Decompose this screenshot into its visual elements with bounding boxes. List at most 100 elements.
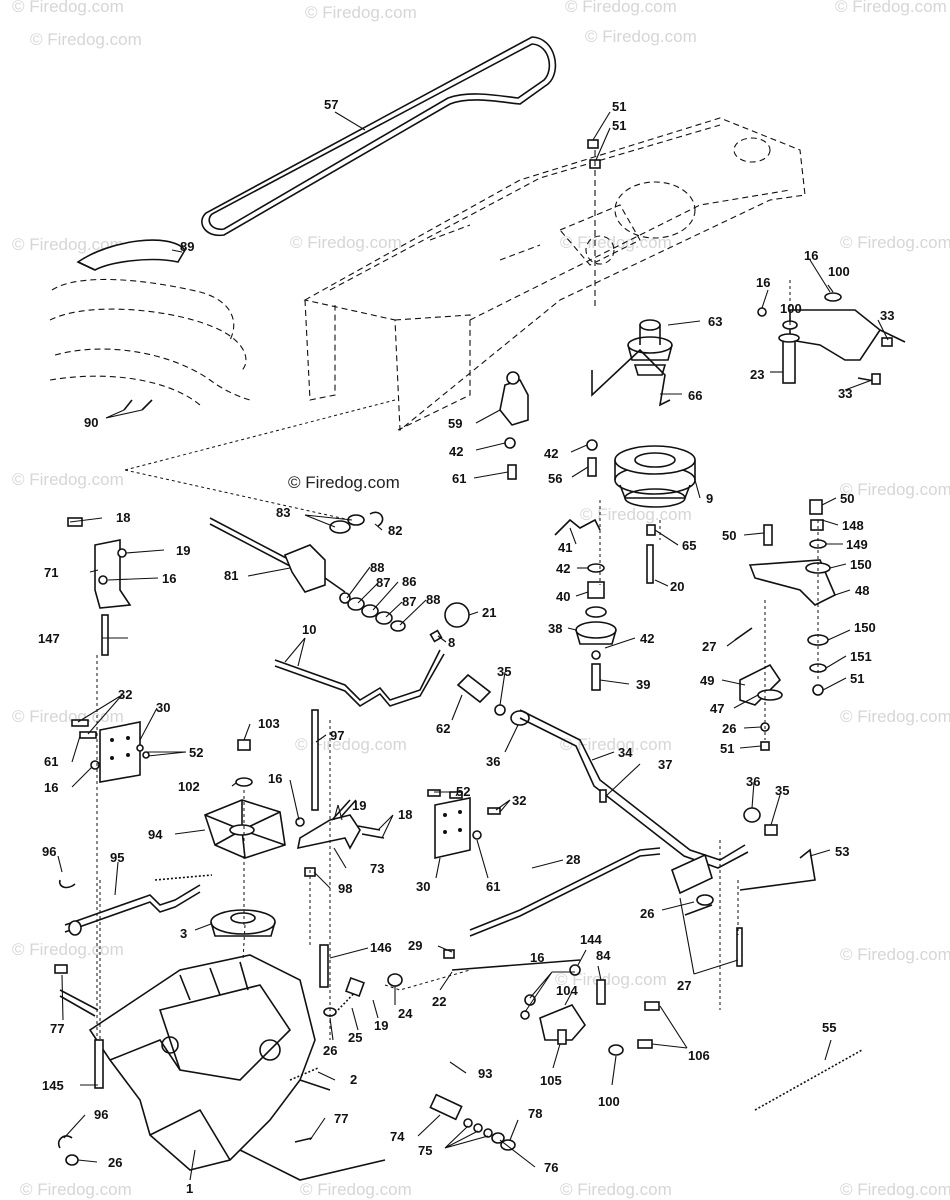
label-22: 22 bbox=[432, 994, 446, 1009]
seat-outline bbox=[49, 278, 251, 406]
label-145: 145 bbox=[42, 1078, 64, 1093]
watermark: © Firedog.com bbox=[12, 707, 124, 726]
label-97: 97 bbox=[330, 728, 344, 743]
label-100: 100 bbox=[780, 301, 802, 316]
watermark: © Firedog.com bbox=[580, 505, 692, 524]
label-36: 36 bbox=[746, 774, 760, 789]
label-106: 106 bbox=[688, 1048, 710, 1063]
label-77: 77 bbox=[334, 1111, 348, 1126]
label-102: 102 bbox=[178, 779, 200, 794]
spindle-pulley bbox=[627, 319, 673, 376]
label-36: 36 bbox=[486, 754, 500, 769]
label-151: 151 bbox=[850, 649, 872, 664]
leader-lines bbox=[57, 111, 889, 1181]
label-61: 61 bbox=[44, 754, 58, 769]
watermark: © Firedog.com bbox=[30, 30, 142, 49]
label-42: 42 bbox=[544, 446, 558, 461]
bushing-74 bbox=[429, 1093, 463, 1121]
label-42: 42 bbox=[556, 561, 570, 576]
watermark: © Firedog.com bbox=[12, 0, 124, 16]
bracket-73 bbox=[296, 814, 361, 850]
label-35: 35 bbox=[497, 664, 511, 679]
label-40: 40 bbox=[556, 589, 570, 604]
label-95: 95 bbox=[110, 850, 124, 865]
bracket-30-left bbox=[71, 719, 150, 783]
label-98: 98 bbox=[338, 881, 352, 896]
label-32: 32 bbox=[118, 687, 132, 702]
label-33: 33 bbox=[880, 308, 894, 323]
pedal-shaft bbox=[209, 517, 346, 593]
bracket-30-right bbox=[427, 789, 501, 860]
label-88: 88 bbox=[426, 592, 440, 607]
label-88: 88 bbox=[370, 560, 384, 575]
pulley-38 bbox=[575, 606, 617, 645]
label-78: 78 bbox=[528, 1106, 542, 1121]
label-63: 63 bbox=[708, 314, 722, 329]
label-82: 82 bbox=[388, 523, 402, 538]
watermark: © Firedog.com bbox=[295, 735, 407, 754]
electric-clutch bbox=[614, 445, 696, 508]
bracket-48 bbox=[748, 499, 837, 696]
label-76: 76 bbox=[544, 1160, 558, 1175]
label-39: 39 bbox=[636, 677, 650, 692]
label-16: 16 bbox=[530, 950, 544, 965]
watermark: © Firedog.com bbox=[840, 1180, 950, 1199]
label-53: 53 bbox=[835, 844, 849, 859]
watermark: © Firedog.com bbox=[305, 3, 417, 22]
watermark: © Firedog.com bbox=[840, 945, 950, 964]
spring-55 bbox=[754, 1049, 863, 1111]
label-51: 51 bbox=[850, 671, 864, 686]
label-1: 1 bbox=[186, 1181, 193, 1196]
label-71: 71 bbox=[44, 565, 58, 580]
label-33: 33 bbox=[838, 386, 852, 401]
label-51: 51 bbox=[612, 118, 626, 133]
label-87: 87 bbox=[402, 594, 416, 609]
transaxle bbox=[59, 954, 386, 1181]
label-61: 61 bbox=[486, 879, 500, 894]
label-30: 30 bbox=[156, 700, 170, 715]
label-65: 65 bbox=[682, 538, 696, 553]
bypass-lever bbox=[64, 884, 201, 926]
bushing-62 bbox=[456, 673, 492, 704]
label-51: 51 bbox=[612, 99, 626, 114]
rod-97 bbox=[311, 709, 319, 811]
watermark: © Firedog.com bbox=[555, 970, 667, 989]
label-38: 38 bbox=[548, 621, 562, 636]
bracket-59 bbox=[499, 379, 529, 426]
label-148: 148 bbox=[842, 518, 864, 533]
watermark: © Firedog.com bbox=[840, 707, 950, 726]
frame bbox=[303, 117, 806, 432]
label-66: 66 bbox=[688, 388, 702, 403]
label-146: 146 bbox=[370, 940, 392, 955]
label-61: 61 bbox=[452, 471, 466, 486]
label-26: 26 bbox=[108, 1155, 122, 1170]
label-96: 96 bbox=[42, 844, 56, 859]
label-16: 16 bbox=[44, 780, 58, 795]
label-87: 87 bbox=[376, 575, 390, 590]
label-16: 16 bbox=[268, 771, 282, 786]
label-103: 103 bbox=[258, 716, 280, 731]
connection-lines bbox=[96, 280, 819, 1040]
label-8: 8 bbox=[448, 635, 455, 650]
label-62: 62 bbox=[436, 721, 450, 736]
label-28: 28 bbox=[566, 852, 580, 867]
label-73: 73 bbox=[370, 861, 384, 876]
label-19: 19 bbox=[176, 543, 190, 558]
drive-belt bbox=[201, 36, 557, 237]
label-96: 96 bbox=[94, 1107, 108, 1122]
label-56: 56 bbox=[548, 471, 562, 486]
label-149: 149 bbox=[846, 537, 868, 552]
nut-103 bbox=[237, 739, 251, 751]
label-42: 42 bbox=[449, 444, 463, 459]
label-27: 27 bbox=[702, 639, 716, 654]
watermark: © Firedog.com bbox=[840, 233, 950, 252]
label-34: 34 bbox=[618, 745, 633, 760]
label-30: 30 bbox=[416, 879, 430, 894]
label-77: 77 bbox=[50, 1021, 64, 1036]
pulley-3 bbox=[210, 909, 276, 937]
label-19: 19 bbox=[352, 798, 366, 813]
watermark: © Firedog.com bbox=[290, 233, 402, 252]
watermark: © Firedog.com bbox=[12, 940, 124, 959]
watermark: © Firedog.com bbox=[565, 0, 677, 16]
